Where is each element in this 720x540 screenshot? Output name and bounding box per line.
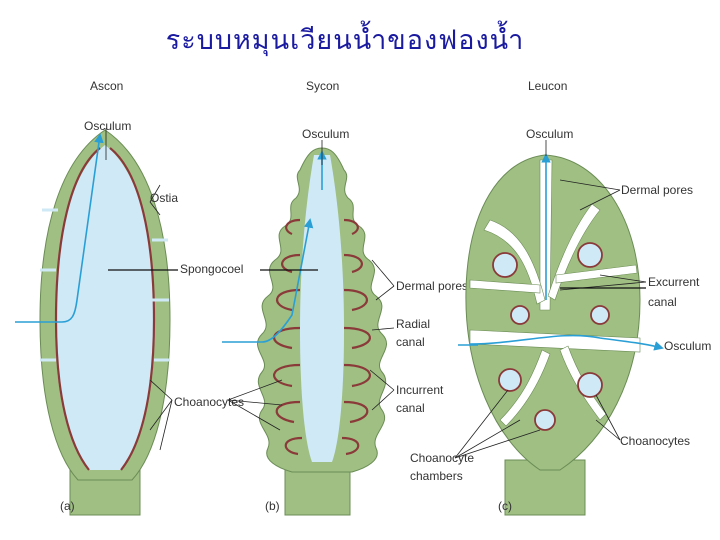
- label-radial-canal-line2: canal: [396, 335, 425, 349]
- label-ascon: Ascon: [90, 79, 123, 93]
- label-panel-b: (b): [265, 499, 280, 513]
- label-excurrent-canal-line2: canal: [648, 295, 677, 309]
- label-leucon-choanocytes: Choanocytes: [620, 434, 690, 448]
- panel-leucon: Leucon Osculum Dermal pores Excurrent ca…: [410, 79, 711, 515]
- label-ascon-osculum: Osculum: [84, 119, 131, 133]
- label-panel-a: (a): [60, 499, 75, 513]
- label-sycon-osculum: Osculum: [302, 127, 349, 141]
- label-sycon-dermal-pores: Dermal pores: [396, 279, 468, 293]
- label-incurrent-canal-line1: Incurrent: [396, 383, 444, 397]
- sponge-diagram: Ascon Osculum Ostia Spongocoel Choanocyt…: [0, 60, 720, 540]
- label-excurrent-canal-line1: Excurrent: [648, 275, 700, 289]
- label-leucon: Leucon: [528, 79, 567, 93]
- label-radial-canal-line1: Radial: [396, 317, 430, 331]
- label-leucon-osculum-right: Osculum: [664, 339, 711, 353]
- label-choanocyte-chambers-line1: Choanocyte: [410, 451, 474, 465]
- label-spongocoel: Spongocoel: [180, 262, 243, 276]
- label-incurrent-canal-line2: canal: [396, 401, 425, 415]
- label-sycon: Sycon: [306, 79, 339, 93]
- panel-sycon: Sycon Osculum Dermal pores Radial canal …: [222, 79, 468, 515]
- label-leucon-dermal-pores: Dermal pores: [621, 183, 693, 197]
- label-ostia: Ostia: [150, 191, 178, 205]
- panel-ascon: Ascon Osculum Ostia Spongocoel Choanocyt…: [15, 79, 244, 515]
- page-title: ระบบหมุนเวียนน้ำของฟองน้ำ: [0, 18, 690, 61]
- label-leucon-osculum-top: Osculum: [526, 127, 573, 141]
- label-panel-c: (c): [498, 499, 512, 513]
- label-ascon-choanocytes: Choanocytes: [174, 395, 244, 409]
- label-choanocyte-chambers-line2: chambers: [410, 469, 463, 483]
